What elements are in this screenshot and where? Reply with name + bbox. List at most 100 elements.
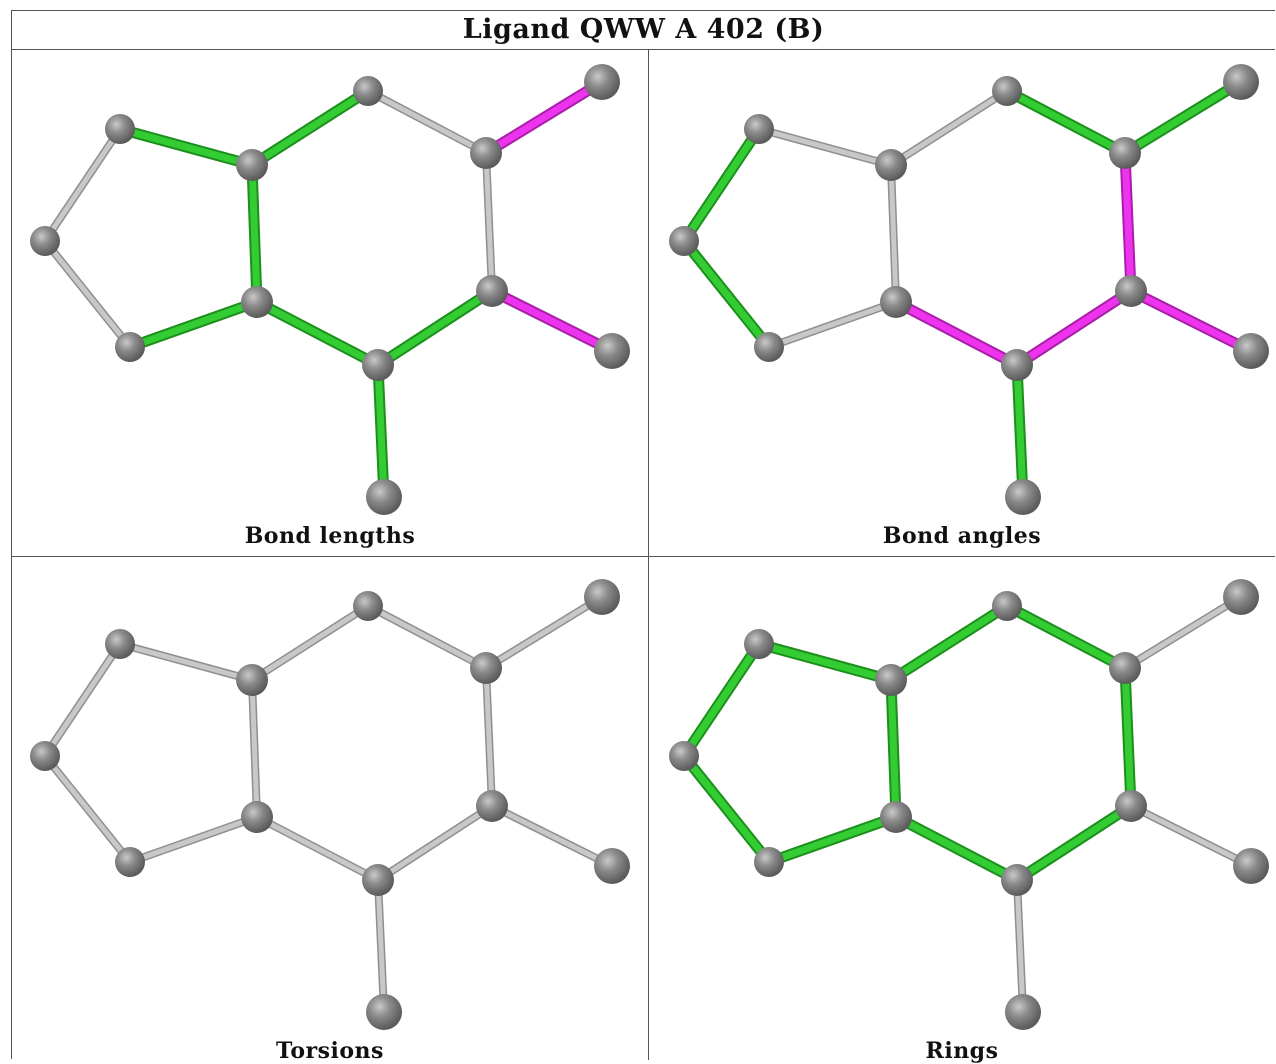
bond-ok xyxy=(1121,664,1135,810)
bond-neutral xyxy=(365,88,489,156)
atom xyxy=(362,349,394,381)
atom xyxy=(366,479,402,515)
bond-neutral xyxy=(375,877,387,1015)
bond-neutral xyxy=(249,677,260,820)
atom xyxy=(476,275,508,307)
atom xyxy=(115,332,145,362)
atom xyxy=(362,864,394,896)
bond-neutral xyxy=(1014,877,1026,1015)
bond-ok xyxy=(680,237,773,351)
atom xyxy=(875,149,907,181)
atom xyxy=(875,664,907,696)
bond-ok xyxy=(755,640,895,684)
atom xyxy=(594,848,630,884)
atom xyxy=(470,137,502,169)
atom xyxy=(1005,994,1041,1030)
atom xyxy=(669,741,699,771)
bond-ok xyxy=(1013,802,1135,884)
panel-rings: Rings xyxy=(649,557,1275,1064)
panel-bond-angles: Bond angles xyxy=(649,50,1275,557)
atom xyxy=(236,149,268,181)
bond-neutral xyxy=(42,641,123,759)
bond-neutral xyxy=(483,665,495,809)
bond-neutral xyxy=(249,603,371,683)
atom xyxy=(992,76,1022,106)
bond-ok xyxy=(680,752,773,866)
panel-torsions: Torsions xyxy=(12,557,649,1064)
atom xyxy=(476,790,508,822)
atom xyxy=(584,579,620,615)
bond-neutral xyxy=(888,88,1010,168)
atom xyxy=(30,226,60,256)
bond-ok xyxy=(1003,602,1129,672)
bond-neutral xyxy=(756,126,894,168)
atom xyxy=(594,333,630,369)
bond-neutral xyxy=(42,238,133,350)
bond-neutral xyxy=(254,814,381,883)
molecule-rings xyxy=(669,579,1269,1030)
bond-ok xyxy=(892,813,1021,884)
bond-neutral xyxy=(766,299,899,350)
atom xyxy=(353,591,383,621)
atom xyxy=(115,847,145,877)
molecule-bond-angles xyxy=(669,64,1269,515)
atom xyxy=(241,286,273,318)
bond-ok xyxy=(765,813,900,866)
bond-neutral xyxy=(365,603,489,671)
atom xyxy=(1233,848,1269,884)
bond-ok xyxy=(1013,361,1027,501)
bond-ok xyxy=(253,298,382,369)
atom xyxy=(1109,137,1141,169)
molecule-torsions xyxy=(30,579,630,1030)
atom xyxy=(105,629,135,659)
atom xyxy=(30,741,60,771)
atom xyxy=(236,664,268,696)
bond-neutral xyxy=(117,641,255,683)
caption-rings: Rings xyxy=(925,1038,999,1064)
panel-bond-lengths: Bond lengths xyxy=(12,50,649,557)
atom xyxy=(1223,64,1259,100)
bond-ok xyxy=(248,161,261,306)
bond-neutral xyxy=(888,162,899,305)
atom xyxy=(754,332,784,362)
bond-ok xyxy=(887,676,900,821)
molecule-bond-lengths xyxy=(30,64,630,515)
bond-ok xyxy=(248,87,372,169)
atom xyxy=(1109,652,1141,684)
atom xyxy=(241,801,273,833)
atom xyxy=(105,114,135,144)
atom xyxy=(744,629,774,659)
bond-neutral xyxy=(1122,594,1244,671)
atom xyxy=(1115,275,1147,307)
bond-outlier xyxy=(482,78,606,157)
atom xyxy=(669,226,699,256)
bond-neutral xyxy=(42,753,133,865)
atom xyxy=(584,64,620,100)
bond-ok xyxy=(374,287,496,369)
atom xyxy=(744,114,774,144)
caption-bond-angles: Bond angles xyxy=(882,523,1042,549)
atom xyxy=(880,286,912,318)
atom xyxy=(1233,333,1269,369)
atom xyxy=(880,801,912,833)
bond-neutral xyxy=(42,126,123,244)
bond-ok xyxy=(1003,87,1129,157)
bond-outlier xyxy=(892,298,1021,369)
bond-neutral xyxy=(489,803,615,869)
bond-outlier xyxy=(1121,149,1135,295)
atom xyxy=(754,847,784,877)
bond-ok xyxy=(680,640,763,760)
atom xyxy=(353,76,383,106)
bond-ok xyxy=(374,361,388,501)
bond-ok xyxy=(887,602,1011,684)
bond-outlier xyxy=(1127,287,1255,355)
atom xyxy=(470,652,502,684)
atom xyxy=(1005,479,1041,515)
bond-ok xyxy=(126,298,261,351)
atom xyxy=(1223,579,1259,615)
figure-frame: Ligand QWW A 402 (B) Bond lengths Bond a… xyxy=(11,10,1275,1064)
atom xyxy=(366,994,402,1030)
bond-ok xyxy=(1121,78,1245,157)
caption-bond-lengths: Bond lengths xyxy=(244,523,416,549)
bond-neutral xyxy=(375,803,495,883)
